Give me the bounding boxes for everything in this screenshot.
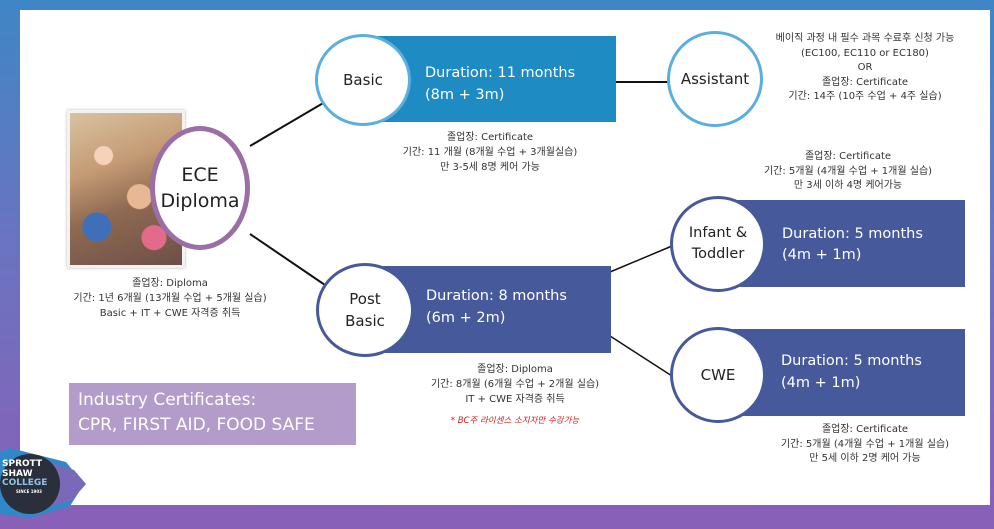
ece-line1: ECE — [181, 164, 219, 186]
center-note-line: 기간: 1년 6개월 (13개월 수업 + 5개월 실습) — [73, 293, 267, 304]
basic-note: 졸업장: Certificate 기간: 11 개월 (8개월 수업 + 3개월… — [370, 130, 610, 175]
infant-node: Infant & Toddler — [670, 196, 766, 292]
cwe-duration: Duration: 5 months — [781, 353, 922, 369]
connector-center-postbasic — [249, 233, 326, 286]
postbasic-breakdown: (6m + 2m) — [426, 310, 506, 326]
center-note-line: Basic + IT + CWE 자격증 취득 — [99, 308, 241, 319]
cwe-note-line: 기간: 5개월 (4개월 수업 + 1개월 실습) — [780, 438, 950, 450]
postbasic-note: 졸업장: Diploma 기간: 8개월 (6개월 수업 + 2개월 실습) I… — [385, 362, 645, 407]
logo-mark — [0, 448, 86, 518]
sprott-shaw-logo: SPROTT SHAW COLLEGE SINCE 1903 — [0, 448, 86, 518]
cwe-note: 졸업장: Certificate 기간: 5개월 (4개월 수업 + 1개월 실… — [755, 423, 975, 467]
basic-label: Basic — [343, 71, 383, 89]
infant-note-line: 기간: 5개월 (4개월 수업 + 1개월 실습) — [763, 165, 933, 177]
connector-postbasic-infant — [609, 245, 673, 273]
postbasic-note-line: 기간: 8개월 (6개월 수업 + 2개월 실습) — [430, 379, 600, 390]
cwe-label: CWE — [700, 366, 736, 384]
ece-diploma-node: ECE Diploma — [150, 126, 250, 250]
basic-note-line: 만 3-5세 8명 케어 가능 — [440, 162, 540, 173]
postbasic-node: Post Basic — [316, 263, 414, 357]
assistant-note-line: OR — [857, 62, 873, 73]
assistant-label: Assistant — [680, 70, 750, 88]
assistant-node: Assistant — [667, 31, 763, 127]
postbasic-duration: Duration: 8 months — [426, 288, 567, 304]
assistant-note-line: (EC100, EC110 or EC180) — [801, 47, 929, 59]
connector-center-basic — [249, 101, 326, 147]
center-note-line: 졸업장: Diploma — [132, 278, 208, 289]
basic-note-line: 졸업장: Certificate — [446, 132, 534, 143]
industry-line1: Industry Certificates: — [78, 390, 257, 410]
cwe-note-line: 졸업장: Certificate — [821, 424, 909, 435]
assistant-note-line: 베이직 과정 내 필수 과목 수료후 신청 가능 — [775, 33, 955, 44]
assistant-note: 베이직 과정 내 필수 과목 수료후 신청 가능 (EC100, EC110 o… — [750, 32, 980, 105]
infant-note: 졸업장: Certificate 기간: 5개월 (4개월 수업 + 1개월 실… — [738, 150, 958, 194]
ece-line2: Diploma — [160, 190, 240, 212]
postbasic-note-line: 졸업장: Diploma — [477, 364, 553, 375]
assistant-note-line: 졸업장: Certificate — [821, 76, 909, 88]
infant-line1: Infant & — [688, 225, 748, 241]
top-strip — [0, 0, 994, 6]
cwe-duration-box: Duration: 5 months (4m + 1m) — [730, 329, 965, 416]
assistant-note-line: 기간: 14주 (10주 수업 + 4주 실습) — [788, 91, 942, 102]
infant-duration: Duration: 5 months — [782, 226, 923, 242]
basic-node: Basic — [315, 34, 411, 126]
infant-line2: Toddler — [691, 246, 745, 262]
center-note: 졸업장: Diploma 기간: 1년 6개월 (13개월 수업 + 5개월 실… — [40, 276, 300, 321]
logo-line2: SHAW — [2, 468, 33, 479]
infant-duration-box: Duration: 5 months (4m + 1m) — [730, 200, 965, 287]
logo-line3: COLLEGE — [2, 478, 48, 488]
basic-note-line: 기간: 11 개월 (8개월 수업 + 3개월실습) — [402, 147, 578, 158]
postbasic-line2: Basic — [345, 312, 385, 330]
cwe-note-line: 만 5세 이하 2명 케어 가능 — [809, 453, 921, 464]
industry-line2: CPR, FIRST AID, FOOD SAFE — [78, 415, 315, 435]
cwe-node: CWE — [670, 327, 766, 423]
postbasic-note-line: IT + CWE 자격증 취득 — [465, 394, 565, 405]
basic-breakdown: (8m + 3m) — [425, 87, 505, 103]
logo-line4: SINCE 1903 — [16, 488, 42, 494]
cwe-breakdown: (4m + 1m) — [781, 375, 861, 391]
basic-duration: Duration: 11 months — [425, 65, 576, 81]
infant-note-line: 만 3세 이하 4명 케어가능 — [793, 180, 903, 191]
infant-breakdown: (4m + 1m) — [782, 247, 862, 263]
postbasic-line1: Post — [349, 290, 381, 308]
logo-line1: SPROTT — [2, 459, 43, 469]
infant-note-line: 졸업장: Certificate — [804, 151, 892, 162]
connector-postbasic-cwe — [609, 335, 673, 377]
industry-certificates-box: Industry Certificates: CPR, FIRST AID, F… — [69, 383, 356, 445]
postbasic-footnote: * BC주 라이센스 소지자만 수강가능 — [450, 416, 580, 426]
